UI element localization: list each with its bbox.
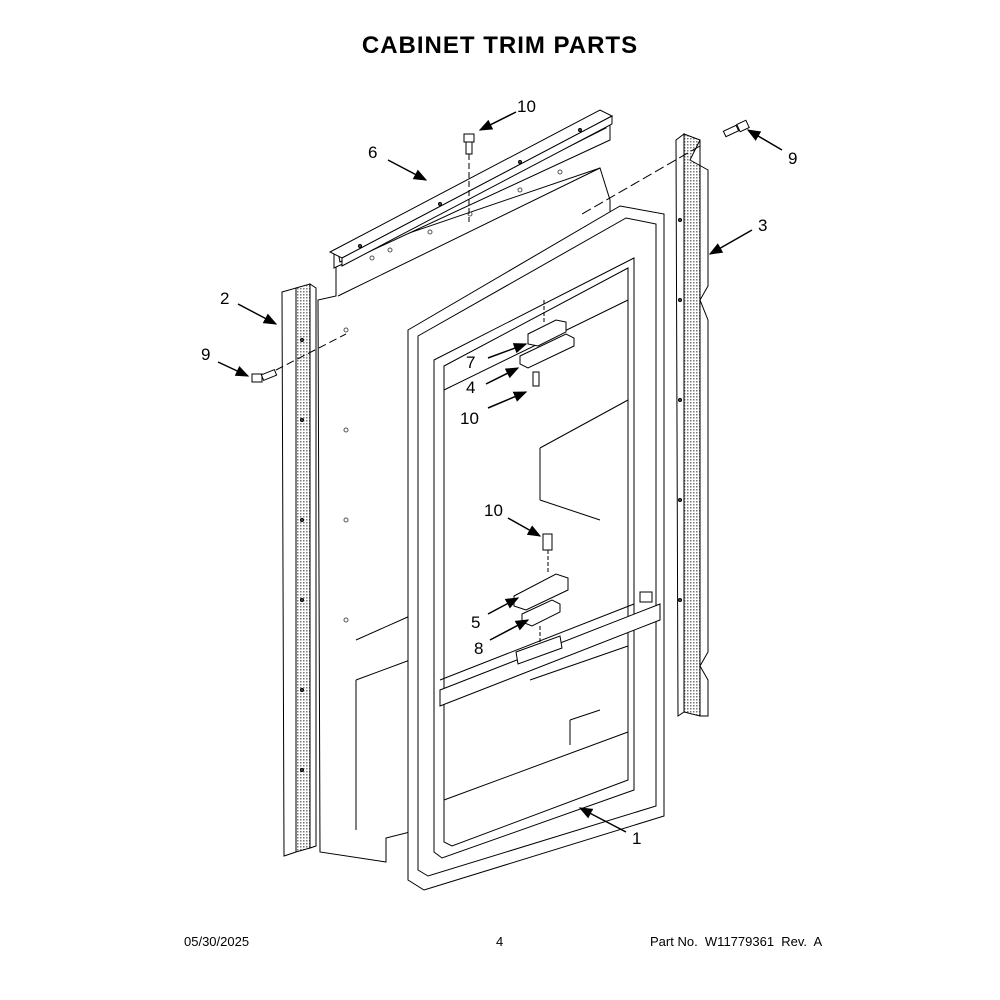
callout-10-mid: 10 — [460, 409, 479, 428]
callout-7: 7 — [466, 353, 475, 372]
callout-5: 5 — [471, 613, 480, 632]
callout-3: 3 — [758, 216, 767, 235]
right-side-trim — [675, 133, 709, 717]
callout-10-lower: 10 — [484, 501, 503, 520]
footer-part-number: Part No. W11779361 Rev. A — [650, 934, 823, 949]
screw-9-left — [251, 333, 347, 383]
callout-9-left: 9 — [201, 345, 210, 364]
callout-6: 6 — [368, 143, 377, 162]
screw-10-top — [463, 133, 475, 222]
upper-hinge-brackets — [519, 300, 575, 387]
callout-leaders — [217, 111, 783, 833]
callout-1: 1 — [632, 829, 641, 848]
left-side-trim — [281, 283, 317, 857]
callout-8: 8 — [474, 639, 483, 658]
footer-date: 05/30/2025 — [184, 934, 250, 949]
callout-9-right: 9 — [788, 149, 797, 168]
callout-4: 4 — [466, 378, 475, 397]
lower-hinge-brackets — [513, 533, 569, 665]
screw-9-right — [581, 119, 750, 215]
door-frame — [407, 205, 665, 891]
page-title: CABINET TRIM PARTS — [361, 32, 639, 59]
top-trim-rail — [328, 109, 614, 267]
footer-page-number: 4 — [496, 934, 504, 949]
callout-2: 2 — [220, 289, 229, 308]
callout-10-top: 10 — [517, 97, 536, 116]
